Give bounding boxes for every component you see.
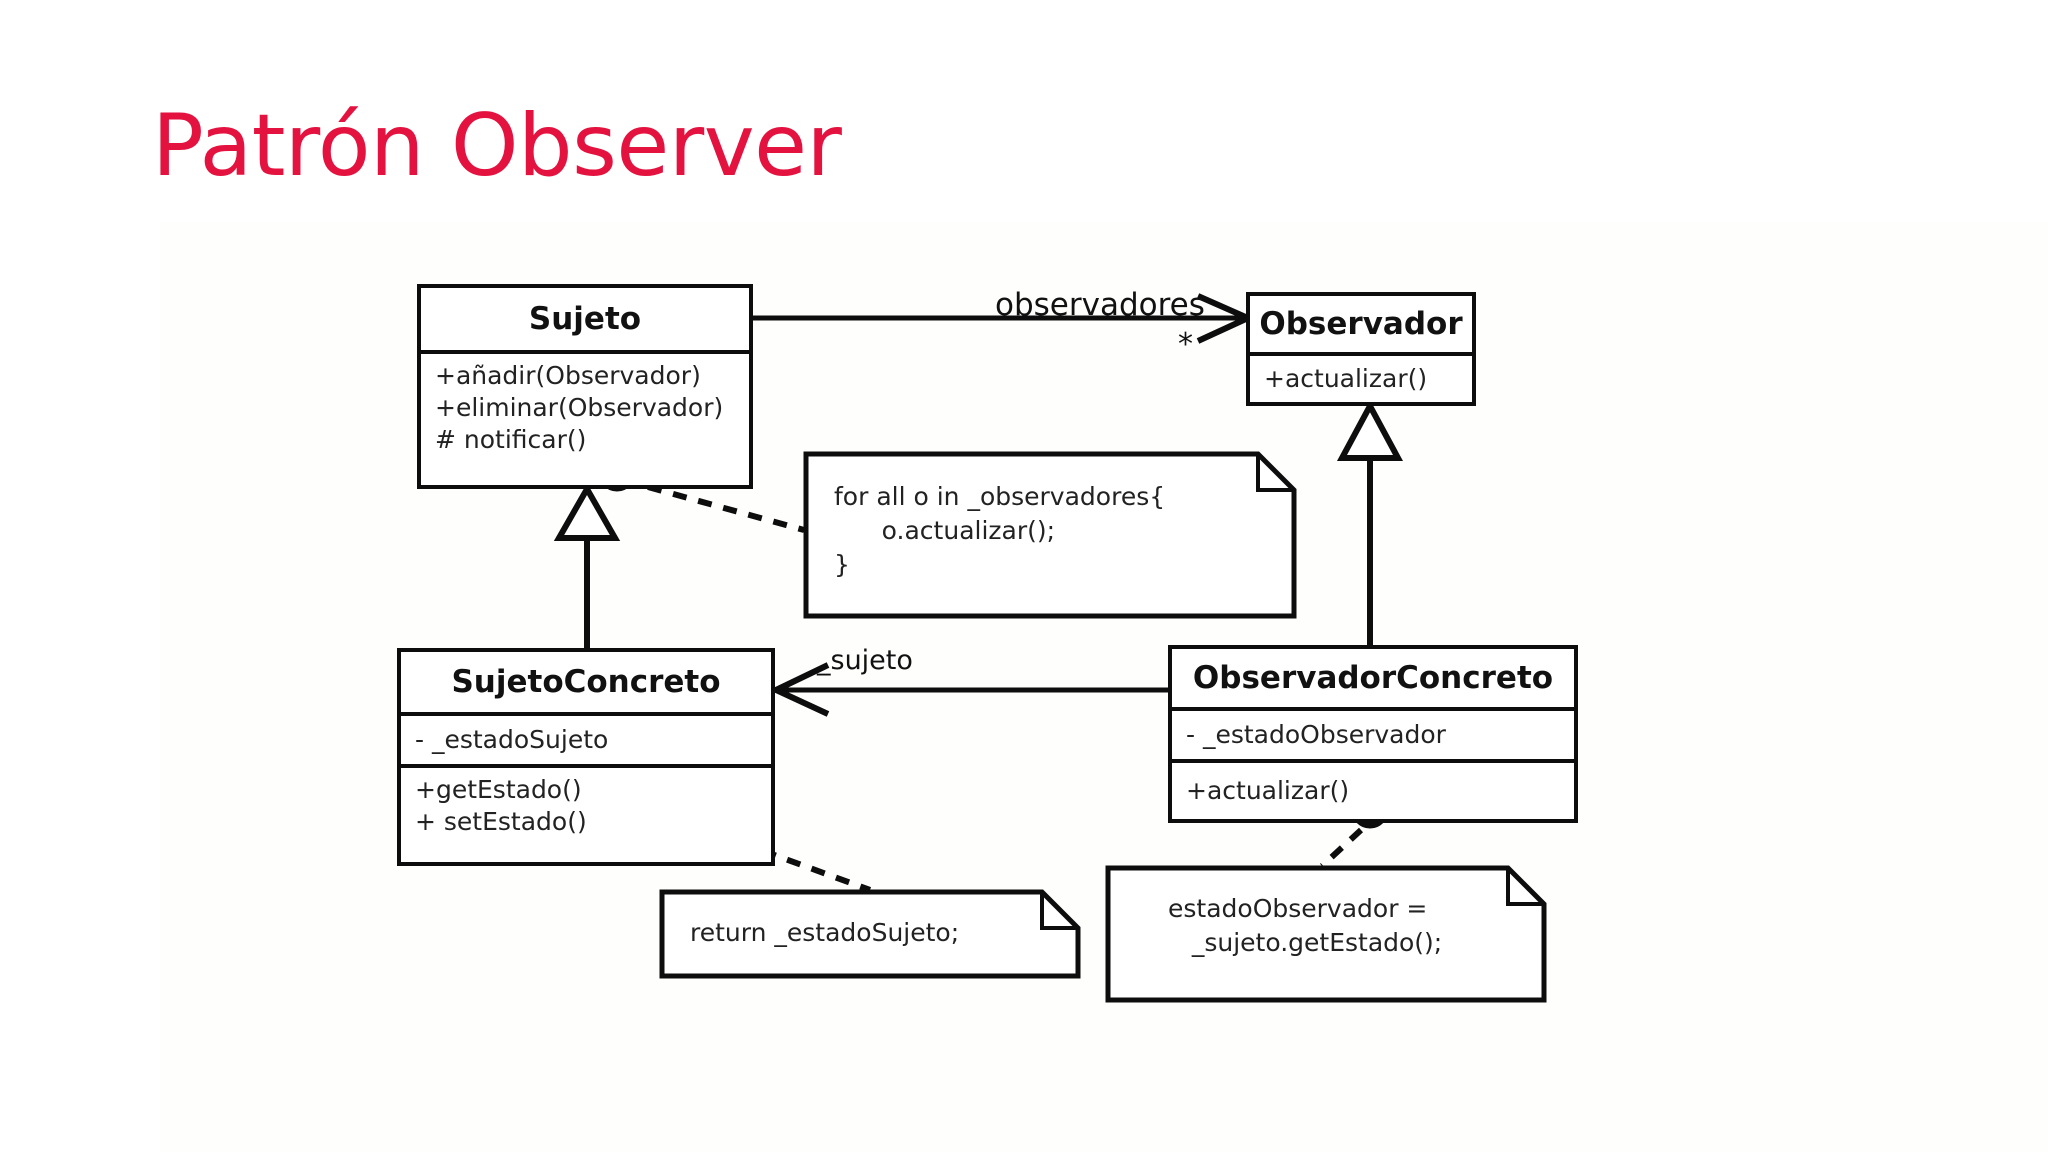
uml-class-observador-concreto-operations: +actualizar() xyxy=(1172,763,1574,819)
uml-note-actualizar-text: estadoObservador = _sujeto.getEstado(); xyxy=(1168,894,1443,957)
note-shape-getestado xyxy=(659,889,1081,979)
uml-class-observador[interactable]: Observador +actualizar() xyxy=(1246,292,1476,406)
uml-operation: +eliminar(Observador) xyxy=(435,393,724,422)
association-sujeto xyxy=(768,662,1168,717)
uml-operation: + setEstado() xyxy=(415,807,587,836)
uml-operation: +actualizar() xyxy=(1264,364,1428,393)
note-shape-notificar xyxy=(803,451,1297,619)
uml-note-getestado[interactable]: return _estadoSujeto; xyxy=(660,890,1080,978)
uml-class-sujeto-concreto[interactable]: SujetoConcreto - _estadoSujeto +getEstad… xyxy=(397,648,775,866)
uml-class-sujeto-concreto-attributes: - _estadoSujeto xyxy=(401,716,771,768)
uml-class-sujeto-operations: +añadir(Observador) +eliminar(Observador… xyxy=(421,354,749,485)
uml-class-observador-concreto-name: ObservadorConcreto xyxy=(1192,660,1554,696)
uml-note-getestado-text: return _estadoSujeto; xyxy=(690,918,960,947)
association-label-sujeto: _sujeto xyxy=(817,645,913,676)
uml-class-sujeto-concreto-name: SujetoConcreto xyxy=(451,664,721,700)
uml-operation: +actualizar() xyxy=(1186,776,1350,805)
uml-class-sujeto-name-band: Sujeto xyxy=(421,288,749,354)
uml-attribute: - _estadoObservador xyxy=(1186,720,1446,749)
generalization-observador xyxy=(1336,399,1404,645)
page-title: Patrón Observer xyxy=(152,96,842,196)
uml-class-sujeto-concreto-name-band: SujetoConcreto xyxy=(401,652,771,716)
uml-class-observador-name-band: Observador xyxy=(1250,296,1472,356)
uml-class-observador-name: Observador xyxy=(1259,306,1463,342)
generalization-sujeto xyxy=(553,482,621,648)
uml-operation: +getEstado() xyxy=(415,775,582,804)
uml-class-sujeto-name: Sujeto xyxy=(528,301,642,337)
uml-operation: # notificar() xyxy=(435,425,587,454)
uml-note-notificar-text: for all o in _observadores{ o.actualizar… xyxy=(834,482,1166,579)
uml-class-sujeto-concreto-operations: +getEstado() + setEstado() xyxy=(401,768,771,862)
association-label-observadores: observadores xyxy=(995,287,1205,323)
uml-class-observador-concreto-attributes: - _estadoObservador xyxy=(1172,711,1574,763)
uml-note-notificar[interactable]: for all o in _observadores{ o.actualizar… xyxy=(804,452,1296,618)
uml-class-observador-concreto[interactable]: ObservadorConcreto - _estadoObservador +… xyxy=(1168,645,1578,823)
uml-class-observador-operations: +actualizar() xyxy=(1250,356,1472,402)
uml-class-observador-concreto-name-band: ObservadorConcreto xyxy=(1172,649,1574,711)
uml-operation: +añadir(Observador) xyxy=(435,361,701,390)
uml-class-sujeto[interactable]: Sujeto +añadir(Observador) +eliminar(Obs… xyxy=(417,284,753,489)
association-multiplicity-observadores: * xyxy=(1178,327,1193,362)
note-shape-actualizar xyxy=(1105,865,1547,1003)
uml-attribute: - _estadoSujeto xyxy=(415,725,609,754)
uml-note-actualizar[interactable]: estadoObservador = _sujeto.getEstado(); xyxy=(1106,866,1546,1002)
